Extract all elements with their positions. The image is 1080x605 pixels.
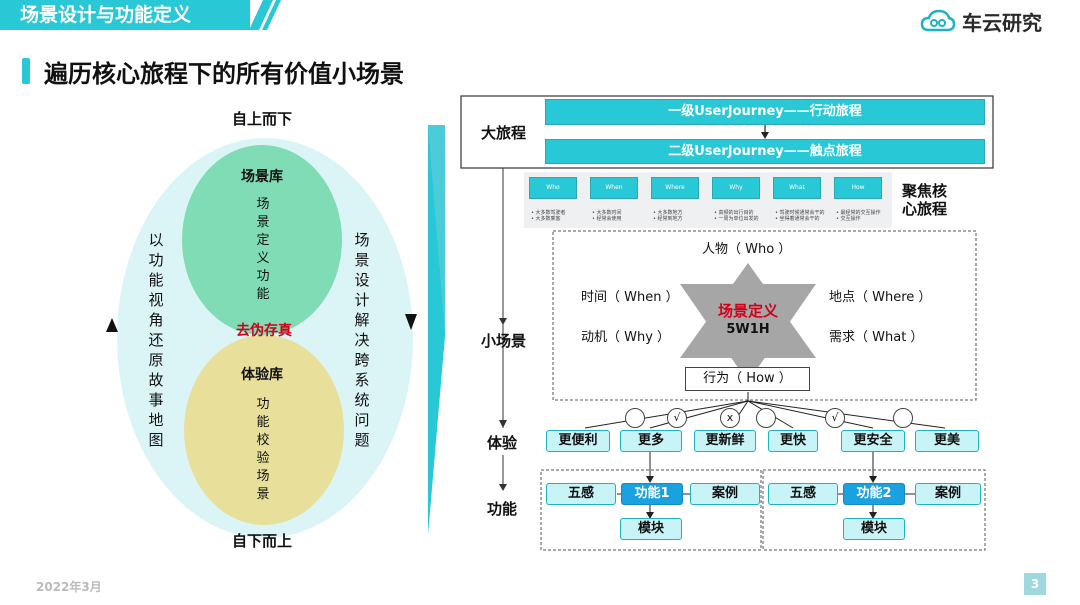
w5h-label: 5W1H <box>726 322 770 337</box>
w-note: • 大多数地方• 经常到地方 <box>653 210 683 222</box>
check-mark-circle: √ <box>667 408 687 428</box>
experience-item: 更安全 <box>841 430 905 452</box>
mark-circle <box>893 408 913 428</box>
down-arrow-icon <box>405 314 417 330</box>
when-label: 时间（ When ） <box>581 290 679 305</box>
logo-text: 车云研究 <box>962 10 1042 35</box>
experience-library-title: 体验库 <box>241 367 283 383</box>
mark-circle <box>756 408 776 428</box>
page-number: 3 <box>1024 573 1046 595</box>
w-cell: What <box>773 177 821 199</box>
case-box: 案例 <box>915 483 981 505</box>
five-senses-box: 五感 <box>546 483 616 505</box>
w-cells-row: Who When Where Why What How • 大多数驾驶者• 大多… <box>529 177 889 227</box>
w-note: • 大多数时间• 经常会使用 <box>592 210 622 222</box>
logo: 车云研究 <box>920 8 1060 35</box>
w-cell: Why <box>712 177 760 199</box>
experience-library-circle <box>184 335 344 525</box>
left-diagram-shapes <box>106 125 445 538</box>
experience-item: 更便利 <box>546 430 610 452</box>
why-label: 动机（ Why ） <box>581 330 671 345</box>
focus-strip <box>524 172 892 228</box>
mark-circle <box>625 408 645 428</box>
bottom-up-label: 自下而上 <box>232 532 293 550</box>
footer-date: 2022年3月 <box>36 580 102 594</box>
case-box: 案例 <box>690 483 760 505</box>
experience-library-desc: 功能校验场景 <box>256 397 270 502</box>
experience-item: 更快 <box>768 430 818 452</box>
row-label-function: 功能 <box>487 500 518 518</box>
w-note: • 大多数驾驶者• 大多数乘客 <box>531 210 566 222</box>
five-senses-box: 五感 <box>768 483 838 505</box>
page-title: 遍历核心旅程下的所有价值小场景 <box>44 60 404 88</box>
journey-level1-bar: 一级UserJourney——行动旅程 <box>545 99 985 125</box>
function-box: 功能2 <box>843 483 905 505</box>
scene-library-circle <box>182 145 342 335</box>
w-note: • 高频的出行目的• 一周为单位出发的 <box>714 210 759 222</box>
w-note: • 驾驶时候通常会干的• 坐得着通常会干的 <box>775 210 825 222</box>
row-label-focus: 聚焦核心旅程 <box>902 182 948 218</box>
title-accent-bar <box>22 58 30 84</box>
top-down-label: 自上而下 <box>232 110 293 128</box>
up-arrow-icon <box>106 318 118 332</box>
scene-library-desc: 场景定义功能 <box>256 197 270 302</box>
check-mark-circle: √ <box>825 408 845 428</box>
who-label: 人物（ Who ） <box>702 242 792 257</box>
experience-item: 更美 <box>915 430 979 452</box>
left-vertical-text: 以功能视角还原故事地图 <box>148 231 164 449</box>
journey-level2-bar: 二级UserJourney——触点旅程 <box>545 139 985 164</box>
row-label-experience: 体验 <box>487 434 518 452</box>
module-box: 模块 <box>620 518 682 540</box>
w-cell: Who <box>529 177 577 199</box>
w-cell: When <box>590 177 638 199</box>
module-box: 模块 <box>843 518 905 540</box>
w-note: • 最经常的交互操作• 交互操作 <box>836 210 881 222</box>
cross-mark-circle: x <box>720 408 740 428</box>
row-label-journey: 大旅程 <box>481 124 527 142</box>
experience-item: 更新鲜 <box>694 430 756 452</box>
w-cell: Where <box>651 177 699 199</box>
experience-item: 更多 <box>620 430 682 452</box>
function-box: 功能1 <box>621 483 683 505</box>
scene-definition-title: 场景定义 <box>717 302 778 320</box>
scene-library-title: 场景库 <box>241 169 283 185</box>
section-header: 场景设计与功能定义 <box>0 0 250 30</box>
what-label: 需求（ What ） <box>829 330 924 345</box>
star-triangle-down <box>680 284 816 382</box>
w-cell: How <box>834 177 882 199</box>
cloud-logo-icon <box>920 9 956 32</box>
how-box: 行为（ How ） <box>685 367 810 391</box>
row-label-small-scene: 小场景 <box>481 332 527 350</box>
right-vertical-text: 场景设计解决跨系统问题 <box>354 231 370 449</box>
where-label: 地点（ Where ） <box>829 290 932 305</box>
center-text: 去伪存真 <box>236 323 292 339</box>
